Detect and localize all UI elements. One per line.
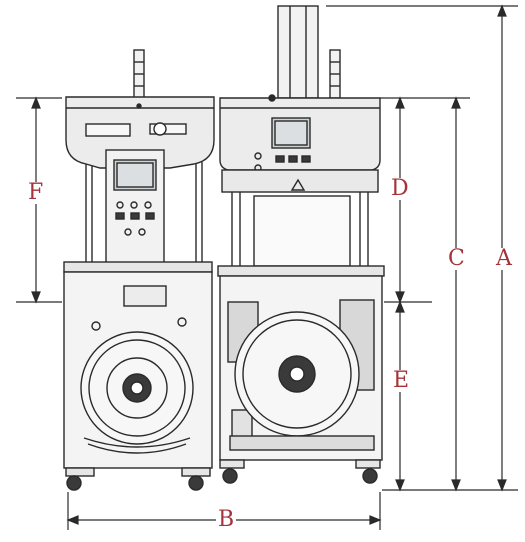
dimension-label-a: A (494, 246, 514, 271)
right-table (217, 265, 385, 277)
dimension-label-f: F (26, 180, 46, 205)
dimension-label-d: D (389, 176, 411, 201)
left-caster-front (66, 475, 82, 491)
left-caster-back (188, 475, 204, 491)
left-table (63, 261, 213, 273)
right-caster-back (362, 468, 378, 484)
right-machine (217, 5, 385, 484)
left-machine (63, 49, 215, 491)
left-top-head (65, 96, 215, 169)
dimension-label-e: E (391, 368, 412, 393)
dimension-label-b: B (216, 507, 237, 532)
right-tall-column (277, 5, 319, 99)
right-caster-front (222, 468, 238, 484)
dimension-label-c: C (446, 246, 467, 271)
